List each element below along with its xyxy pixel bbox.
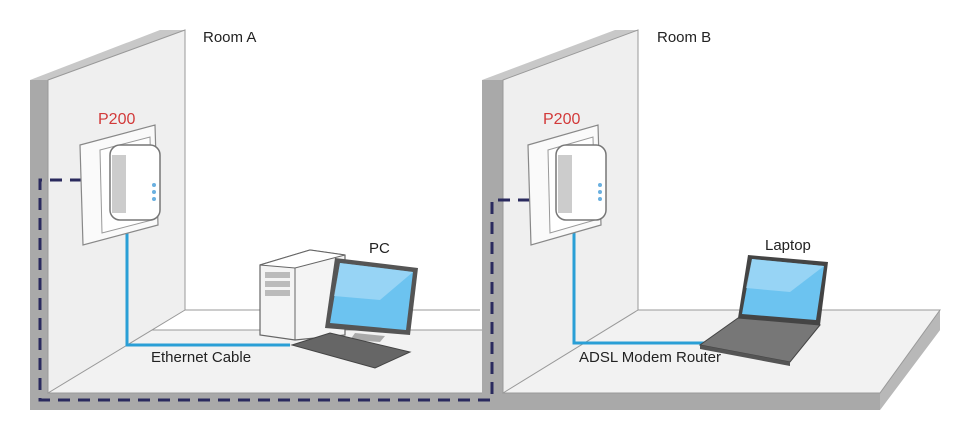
ethernet-cable-room-b — [572, 230, 710, 345]
laptop-label: Laptop — [765, 237, 811, 254]
powerline-adapter-room-b — [527, 124, 607, 246]
pc-label: PC — [369, 240, 390, 257]
adapter-a-label: P200 — [98, 111, 135, 128]
ethernet-cable-room-a — [125, 225, 290, 347]
room-b-label: Room B — [657, 29, 711, 46]
powerline-adapter-room-a — [79, 124, 161, 246]
pc-icon — [259, 249, 418, 369]
laptop-icon — [698, 255, 828, 366]
powerline-path — [38, 178, 530, 402]
adapter-b-label: P200 — [543, 111, 580, 128]
room-a-label: Room A — [203, 29, 256, 46]
adsl-modem-router-label: ADSL Modem Router — [579, 349, 721, 366]
ethernet-cable-label: Ethernet Cable — [151, 349, 251, 366]
